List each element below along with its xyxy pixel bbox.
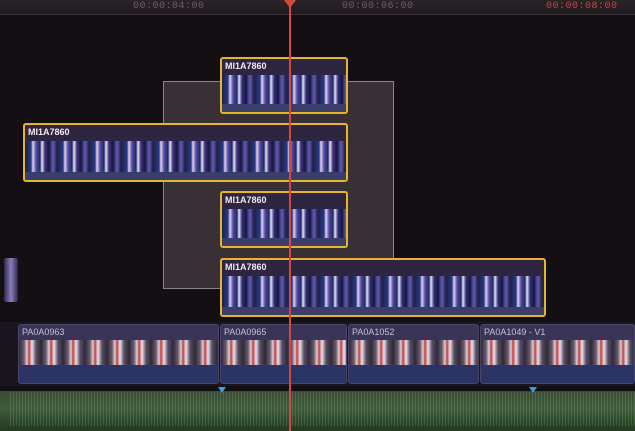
clip-audio-bar bbox=[222, 307, 544, 315]
ruler-timecode: 00:00:06:00 bbox=[342, 1, 414, 12]
clip-name: MI1A7860 bbox=[225, 262, 267, 272]
clip-filmstrip bbox=[222, 209, 346, 238]
connected-clip[interactable]: MI1A7860 bbox=[220, 258, 546, 317]
clip-audio-bar bbox=[222, 104, 346, 112]
clip-audio-bar bbox=[481, 365, 634, 383]
clip-filmstrip bbox=[222, 75, 346, 104]
marker-icon[interactable] bbox=[529, 387, 537, 393]
clip-filmstrip bbox=[222, 276, 544, 307]
ruler-timecode: 00:00:04:00 bbox=[133, 1, 205, 12]
clip-audio-bar bbox=[349, 365, 478, 383]
ruler-timecode: 00:00:08:00 bbox=[546, 1, 618, 12]
storyline-clip[interactable]: PA0A0965 bbox=[220, 324, 347, 384]
clip-filmstrip bbox=[19, 340, 218, 365]
clip-name: MI1A7860 bbox=[225, 61, 267, 71]
selection-rectangle bbox=[163, 81, 394, 289]
playhead[interactable] bbox=[289, 0, 291, 431]
playhead-handle[interactable] bbox=[284, 0, 296, 8]
clip-filmstrip bbox=[221, 340, 346, 365]
audio-track[interactable] bbox=[0, 391, 635, 431]
clip-audio-bar bbox=[19, 365, 218, 383]
storyline-clip[interactable]: PA0A1052 bbox=[348, 324, 479, 384]
clip-audio-bar bbox=[221, 365, 346, 383]
connected-clip[interactable]: MI1A7860 bbox=[220, 57, 348, 114]
clip-name: MI1A7860 bbox=[28, 127, 70, 137]
clip-filmstrip bbox=[481, 340, 634, 365]
clip-name: PA0A0965 bbox=[224, 327, 267, 337]
offscreen-clip-edge[interactable] bbox=[4, 258, 18, 302]
clip-name: PA0A1052 bbox=[352, 327, 395, 337]
marker-icon[interactable] bbox=[218, 387, 226, 393]
clip-audio-bar bbox=[25, 172, 346, 180]
storyline-clip[interactable]: PA0A1049 - V1 bbox=[480, 324, 635, 384]
audio-waveform bbox=[10, 392, 635, 426]
connected-clip[interactable]: MI1A7860 bbox=[220, 191, 348, 248]
clip-name: MI1A7860 bbox=[225, 195, 267, 205]
timeline-ruler[interactable]: 00:00:04:00 00:00:06:00 00:00:08:00 bbox=[0, 0, 635, 15]
clip-name: PA0A1049 - V1 bbox=[484, 327, 546, 337]
clip-name: PA0A0963 bbox=[22, 327, 65, 337]
storyline-clip[interactable]: PA0A0963 bbox=[18, 324, 219, 384]
connected-clip[interactable]: MI1A7860 bbox=[23, 123, 348, 182]
clip-filmstrip bbox=[349, 340, 478, 365]
clip-filmstrip bbox=[25, 141, 346, 172]
clip-audio-bar bbox=[222, 238, 346, 246]
